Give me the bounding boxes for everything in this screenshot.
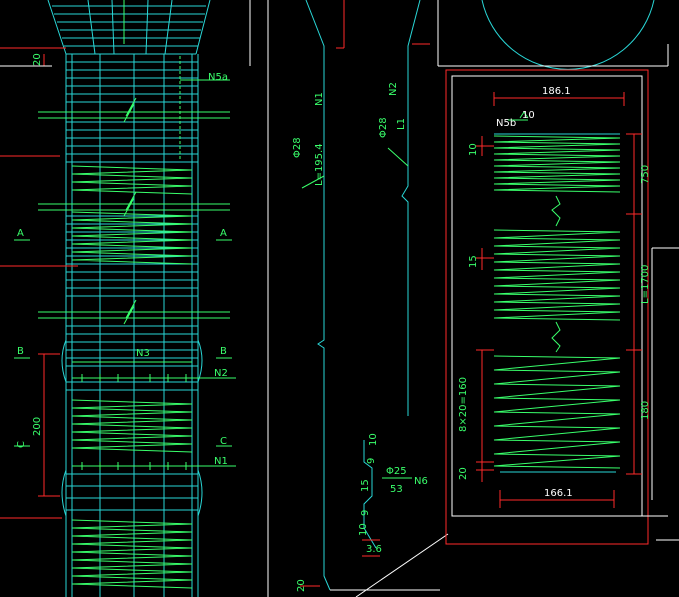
lower-cage-rows — [61, 339, 203, 517]
label-n2-left: N2 — [214, 368, 228, 379]
label-dim-750: 750 — [640, 165, 651, 184]
break-lines — [38, 97, 230, 325]
label-section-a-left: A — [17, 228, 24, 239]
pile-elevation — [0, 0, 251, 597]
n2-leader — [387, 147, 409, 167]
label-dim-180: 180 — [640, 401, 651, 420]
label-dim-200: 200 — [32, 417, 43, 436]
section-marks — [14, 239, 232, 447]
label-dim-20-top: 20 — [32, 53, 43, 66]
left-dims — [476, 136, 494, 482]
label-n2-len: L1 — [396, 118, 407, 130]
labels: N5a 20 A A B B C C 200 N3 N2 N1 20 Φ28 L… — [16, 53, 651, 592]
label-n6-d: 10 — [358, 523, 369, 536]
label-n6-b: 15 — [360, 479, 371, 492]
label-n6-c: 9 — [360, 510, 371, 516]
label-n2-name: N2 — [388, 82, 399, 96]
left-red-lines — [0, 54, 78, 519]
label-dim-15: 15 — [468, 255, 479, 268]
label-dim-10-top: 10 — [522, 110, 535, 121]
label-section-a-right: A — [220, 228, 227, 239]
bar-shapes — [267, 0, 449, 597]
funnel-top-grid — [52, 0, 206, 55]
stirrup-fans — [71, 165, 193, 589]
label-dim-166: 166.1 — [544, 488, 573, 499]
label-n5a: N5a — [208, 72, 228, 83]
label-section-b-left: B — [17, 346, 24, 357]
label-n1-name: N1 — [314, 92, 325, 106]
outer-red-frame — [445, 69, 649, 545]
label-section-c-right: C — [220, 436, 227, 447]
label-n2-dia: Φ28 — [378, 117, 389, 138]
n1-ticks — [81, 462, 187, 470]
n1-long-bar — [305, 0, 331, 591]
label-dim-20-right: 20 — [458, 467, 469, 480]
n5b-detail — [437, 0, 679, 545]
inner-white-frame — [451, 75, 643, 517]
label-dim-l1700: L=1700 — [640, 265, 651, 304]
spiral-block-2 — [493, 229, 621, 321]
label-n6-top: 10 — [368, 433, 379, 446]
stirrups-upper — [66, 61, 198, 391]
label-n6-a: 9 — [366, 458, 377, 464]
right-dims — [626, 133, 642, 475]
label-n5b: N5b — [496, 118, 516, 129]
label-dim-186: 186.1 — [542, 86, 571, 97]
label-dim-10-left: 10 — [468, 143, 479, 156]
n1-leader — [301, 175, 325, 189]
n6-hook — [363, 440, 377, 549]
label-n6-name: N6 — [414, 476, 428, 487]
spiral-block-1 — [493, 133, 621, 193]
circle-arc — [481, 0, 655, 70]
label-n1-len: L=195.4 — [314, 143, 325, 186]
n2-bar-shape — [401, 0, 421, 416]
label-section-b-right: B — [220, 346, 227, 357]
label-n1-left: N1 — [214, 456, 228, 467]
label-n1-dia: Φ28 — [292, 137, 303, 158]
label-n6-len: 53 — [390, 484, 403, 495]
funnel-top-outline — [47, 0, 211, 55]
label-n3: N3 — [136, 348, 150, 359]
n2-ticks — [81, 374, 187, 382]
label-n6-e: 3.6 — [366, 544, 382, 555]
spiral-block-3 — [493, 355, 621, 473]
label-section-c-left: C — [16, 441, 27, 448]
label-n6-dia: Φ25 — [386, 466, 407, 477]
label-dim-8x20: 8×20=160 — [458, 377, 469, 432]
label-dim-20-bottom: 20 — [296, 579, 307, 592]
